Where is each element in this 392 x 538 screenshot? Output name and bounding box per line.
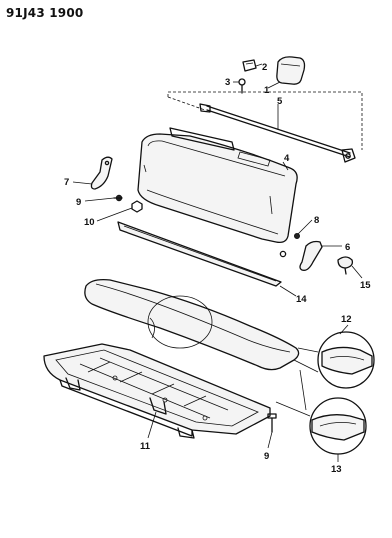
callout-leaders xyxy=(72,63,363,462)
callout-5: 5 xyxy=(277,96,283,107)
right-hinge-bracket xyxy=(299,240,323,271)
callout-3: 3 xyxy=(225,77,230,88)
headrest xyxy=(276,56,306,85)
callout-10: 10 xyxy=(84,217,95,228)
seat-back xyxy=(137,127,298,244)
callout-11: 11 xyxy=(140,441,151,452)
hinge-rod xyxy=(199,103,356,163)
callout-9-lower: 9 xyxy=(264,451,269,462)
callout-7: 7 xyxy=(64,177,69,188)
callout-13: 13 xyxy=(331,464,342,475)
callout-12: 12 xyxy=(341,314,352,325)
lower-trim-panel xyxy=(117,221,282,287)
bracket-screw-upper xyxy=(113,194,123,202)
hinge-fastener xyxy=(279,232,300,258)
callout-6: 6 xyxy=(345,242,350,253)
bracket-nut xyxy=(131,200,143,213)
callout-15: 15 xyxy=(360,280,371,291)
detail-view-lower xyxy=(275,369,367,455)
clip-screw xyxy=(238,78,246,94)
callout-9-upper: 9 xyxy=(76,197,81,208)
callout-2: 2 xyxy=(262,62,267,73)
callout-8: 8 xyxy=(314,215,319,226)
hole-plug xyxy=(337,256,354,275)
frame-screw xyxy=(267,413,277,433)
callout-4: 4 xyxy=(284,153,290,164)
left-hinge-bracket xyxy=(90,156,113,190)
seat-frame xyxy=(43,343,271,439)
callout-14: 14 xyxy=(296,294,307,305)
callout-1: 1 xyxy=(264,85,270,96)
diagram-code: 91J43 1900 xyxy=(6,6,84,20)
assembly-bracket xyxy=(167,91,363,150)
callout-labels: 1 2 3 4 5 6 7 8 9 9 10 11 12 13 14 15 xyxy=(64,62,371,475)
seat-cushion xyxy=(84,278,300,371)
detail-view-upper xyxy=(293,331,375,389)
headrest-clip xyxy=(242,59,257,72)
